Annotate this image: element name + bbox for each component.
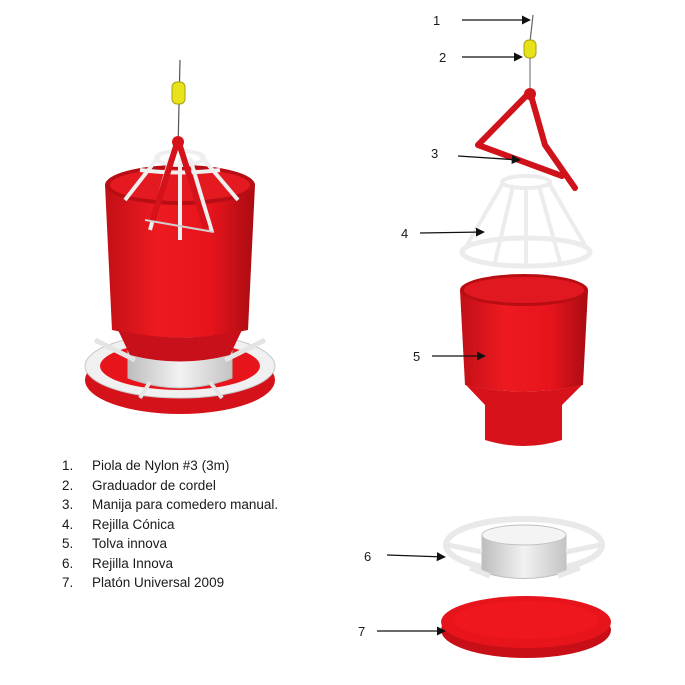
part-handle [475, 88, 578, 191]
callout-number-2: 2 [439, 50, 446, 65]
callout-number-6: 6 [364, 549, 371, 564]
legend-item-number: 5. [62, 536, 74, 551]
legend-item-number: 4. [62, 516, 74, 532]
part-conical-grid [459, 174, 593, 269]
callout-number-7: 7 [358, 624, 365, 639]
legend-item-label: Manija para comedero manual. [92, 497, 279, 512]
legend-item-label: Graduador de cordel [92, 477, 216, 493]
callout-arrow-6 [386, 552, 446, 562]
parts-legend: 1. Piola de Nylon #3 (3m) 2. Graduador de … [62, 456, 302, 593]
part-cord [529, 14, 534, 43]
callout-arrow-4 [419, 227, 485, 237]
legend-item: 5. Tolva innova [62, 534, 302, 554]
legend-item: 2. Graduador de cordel [62, 476, 302, 496]
part-graduator [523, 39, 537, 59]
legend-item-label: Rejilla Cónica [92, 516, 175, 532]
callout-number-3: 3 [431, 146, 438, 161]
legend-item-label: Rejilla Innova [92, 555, 174, 571]
legend-item: 4. Rejilla Cónica [62, 515, 302, 535]
legend-item-label: Piola de Nylon #3 (3m) [92, 458, 230, 473]
callout-number-5: 5 [413, 349, 420, 364]
assembled-feeder [84, 59, 276, 414]
part-tray [441, 596, 611, 658]
legend-item-label: Tolva innova [92, 536, 168, 551]
legend-item: 1. Piola de Nylon #3 (3m) [62, 456, 302, 476]
callout-number-1: 1 [433, 13, 440, 28]
legend-item-number: 3. [62, 497, 74, 512]
legend-item-number: 6. [62, 555, 74, 571]
legend-item: 3. Manija para comedero manual. [62, 495, 302, 515]
legend-item-number: 7. [62, 575, 74, 590]
callout-arrow-3 [457, 154, 521, 165]
legend-item-number: 2. [62, 477, 74, 493]
legend-item: 7. Platón Universal 2009 [62, 573, 302, 593]
graduator-yellow [171, 81, 186, 105]
legend-item-number: 1. [62, 458, 74, 473]
part-hopper [460, 274, 588, 446]
part-innova-grid [443, 516, 605, 579]
callout-number-4: 4 [401, 226, 408, 241]
legend-item-label: Platón Universal 2009 [92, 575, 225, 590]
legend-item: 6. Rejilla Innova [62, 554, 302, 574]
